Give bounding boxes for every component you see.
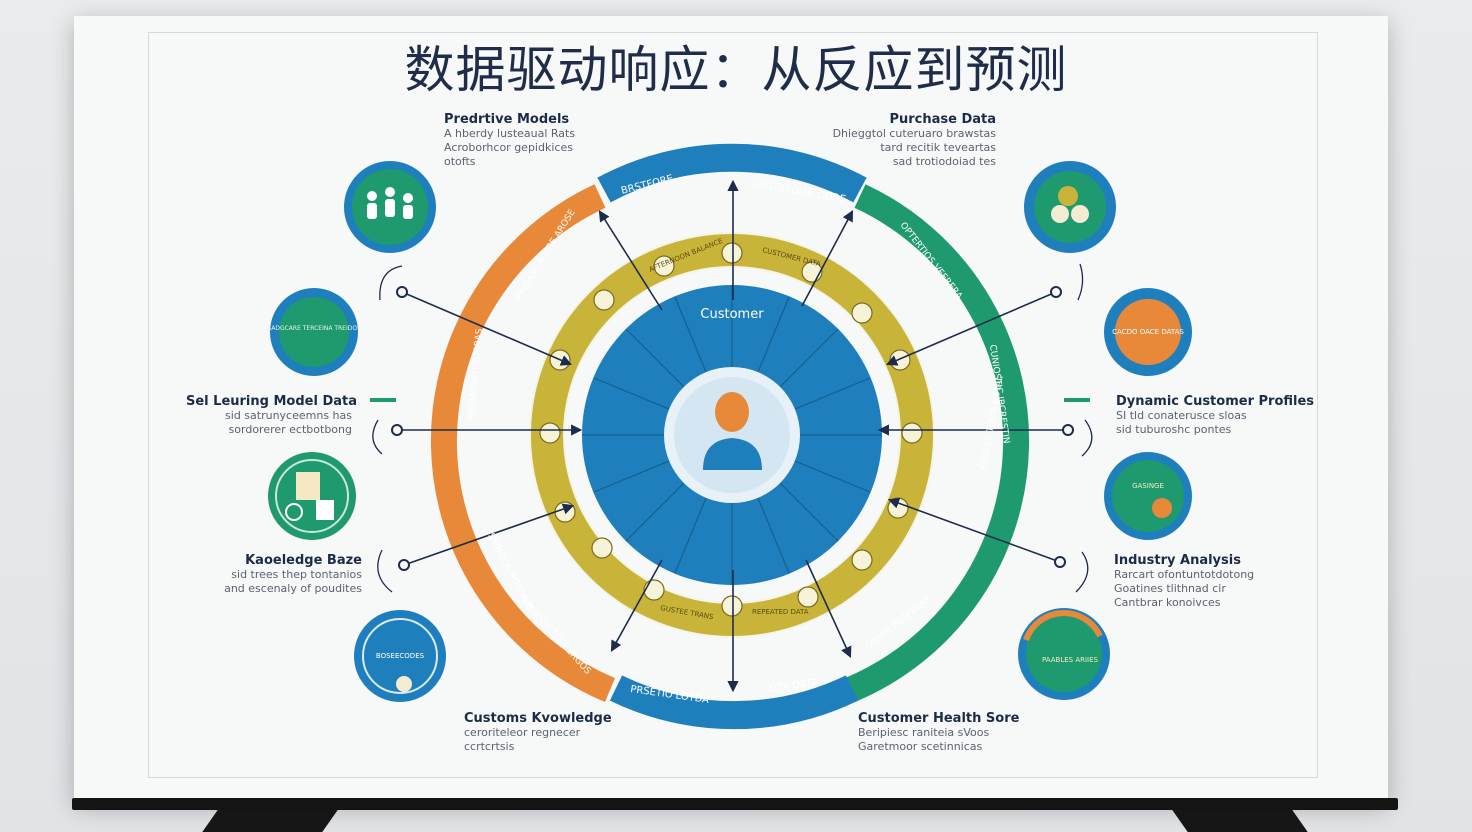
svg-text:GASINGE: GASINGE [1132, 482, 1164, 490]
callout-desc-line: Acroborhcor gepidkices [444, 141, 573, 154]
outer-ring-orange-segment [430, 184, 616, 702]
icon-circles: BADGCARE TERCEINA TREIDOS CACDO OACE DAT… [267, 161, 1192, 702]
board-inner-frame [148, 32, 1318, 778]
callout-desc-line: sid tuburoshc pontes [1116, 423, 1232, 436]
team-icon [344, 161, 436, 253]
center-label: Customer [700, 307, 764, 322]
callout-desc-line: sad trotiodoiad tes [892, 155, 996, 168]
callout-desc-line: Beripiesc raniteia sVoos [858, 726, 990, 739]
callout-title: Sel Leuring Model Data [186, 394, 357, 409]
outer-ring-blue-top-segment [597, 143, 867, 203]
callout-desc-line: sid trees thep tontanios [231, 568, 362, 581]
callout-desc-line: ceroriteleor regnecer [464, 726, 581, 739]
callout-knowledge-base: Kaoeledge Baze sid trees thep tontanios … [206, 553, 362, 596]
analytics-icon: GASINGE [1104, 452, 1192, 540]
callout-title: Purchase Data [889, 112, 996, 127]
callout-desc-line: Cantbrar konoivces [1114, 596, 1221, 609]
callout-title: Industry Analysis [1114, 553, 1241, 568]
callout-predictive-models: Predrtive Models A hberdy lusteaual Rats… [444, 112, 575, 169]
callout-desc-line: ccrtcrtsis [464, 740, 515, 753]
middle-arc-2: REPEATED DATA [752, 608, 809, 616]
gear-icon: CACDO OACE DATAS [1104, 288, 1192, 376]
callout-industry-analysis: Industry Analysis Rarcart ofontuntotdoto… [1114, 553, 1254, 610]
callout-desc-line: A hberdy lusteaual Rats [444, 127, 576, 140]
chart-icon [1024, 161, 1116, 253]
callout-title: Kaoeledge Baze [245, 553, 362, 568]
curly-arrows [372, 263, 1093, 593]
callout-title: Customer Health Sore [858, 711, 1020, 726]
callout-desc-line: sid satrunyceemns has [225, 409, 352, 422]
svg-text:BADGCARE TERCEINA TREIDOS: BADGCARE TERCEINA TREIDOS [267, 325, 361, 332]
clipboard-icon [268, 452, 356, 540]
callout-title: Predrtive Models [444, 112, 570, 127]
callout-desc-line: Rarcart ofontuntotdotong [1114, 568, 1255, 581]
connector-lines [397, 179, 1068, 693]
outer-ring-green-segment [844, 184, 1030, 702]
callout-dynamic-customer-profiles: Dynamic Customer Profiles SI tld conater… [1116, 394, 1314, 437]
document-icon: BADGCARE TERCEINA TREIDOS [267, 288, 361, 376]
svg-text:CACDO OACE DATAS: CACDO OACE DATAS [1112, 328, 1184, 336]
callout-title: Customs Kvowledge [464, 711, 612, 726]
callout-desc-line: Garetmoor scetinnicas [858, 740, 983, 753]
compass-icon: BOSEECODES [354, 610, 446, 702]
outer-ring [430, 143, 1030, 730]
page-title: 数据驱动响应：从反应到预测 [404, 41, 1068, 99]
callout-customs-knowledge: Customs Kvowledge ceroriteleor regnecer … [464, 711, 612, 754]
connector-endpoints [391, 286, 1074, 571]
callout-purchase-data: Purchase Data Dhieggtol cuteruaro brawst… [800, 112, 996, 169]
svg-text:PAABLES ARIIES: PAABLES ARIIES [1042, 656, 1099, 664]
callout-desc-line: Dhieggtol cuteruaro brawstas [832, 127, 996, 140]
callout-desc-line: otofts [444, 155, 476, 168]
graph-icon: PAABLES ARIIES [1018, 608, 1110, 700]
board-stand-rail [72, 798, 1398, 810]
callout-self-learning-model-data: Sel Leuring Model Data sid satrunyceemns… [186, 394, 357, 437]
callout-desc-line: Goatines tlithnad cir [1114, 582, 1226, 595]
callout-desc-line: SI tld conaterusce sloas [1116, 409, 1247, 422]
svg-text:BOSEECODES: BOSEECODES [376, 652, 425, 660]
callout-desc-line: and escenaly of poudites [224, 582, 362, 595]
callout-title: Dynamic Customer Profiles [1116, 394, 1315, 409]
callout-desc-line: tard recitik teveartas [880, 141, 996, 154]
outer-ring-blue-bottom-segment [609, 675, 859, 730]
callout-customer-health-score: Customer Health Sore Beripiesc raniteia … [858, 711, 1019, 754]
callout-desc-line: sordorerer ectbotbong [228, 423, 352, 436]
person-icon [703, 392, 762, 470]
